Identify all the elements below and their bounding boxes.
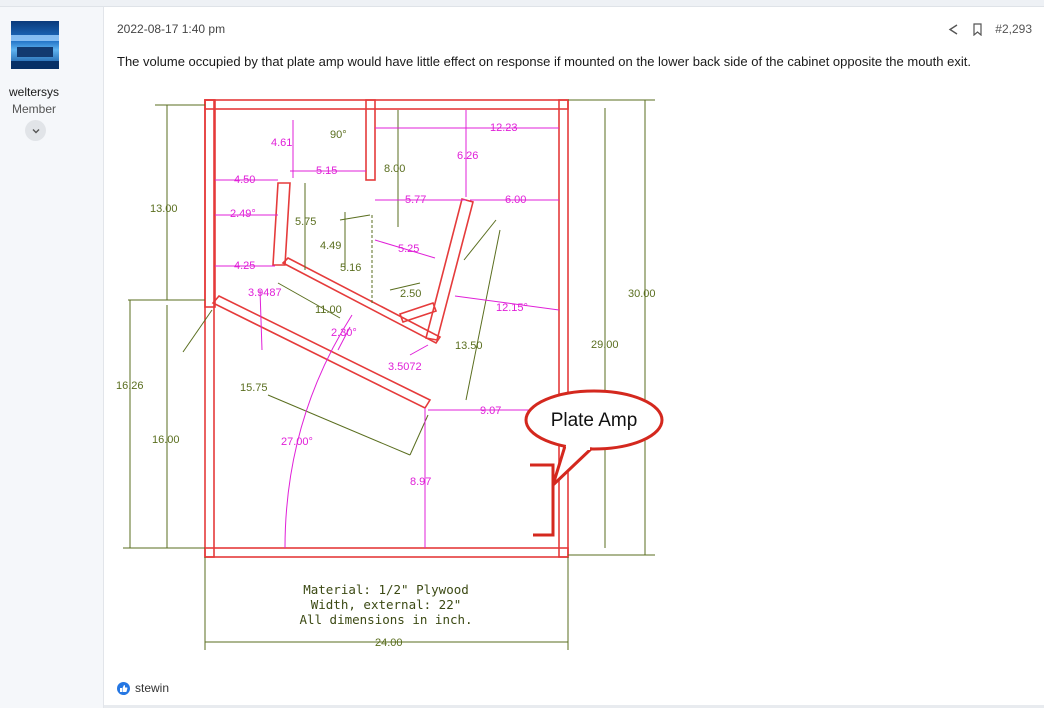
dim-label: 8.97 — [410, 476, 431, 488]
dim-label: 11.00 — [315, 304, 342, 316]
cabinet-drawing: 13.00 16.26 16.00 8.00 5.75 4.49 5.16 11… — [116, 99, 664, 650]
post-body-text: The volume occupied by that plate amp wo… — [117, 54, 971, 69]
author-name[interactable]: weltersys — [9, 85, 60, 99]
dim-label: 27.00° — [281, 436, 313, 448]
dim-label: 2.50 — [400, 288, 421, 300]
dim-label: 3.5072 — [388, 361, 422, 373]
dim-label: 5.77 — [405, 194, 426, 206]
chevron-down-icon — [32, 128, 39, 133]
dim-label: 8.00 — [384, 163, 405, 175]
dim-label: 5.25 — [398, 243, 419, 255]
post-author-sidebar: weltersys Member — [0, 7, 104, 708]
reaction-bar[interactable]: stewin — [117, 681, 169, 695]
dim-label: 15.75 — [240, 382, 268, 394]
dim-label: 13.00 — [150, 203, 178, 215]
author-title: Member — [12, 102, 57, 116]
share-icon[interactable] — [947, 23, 960, 36]
dim-label: 4.50 — [234, 174, 255, 186]
dim-label: 6.26 — [457, 150, 478, 162]
avatar[interactable] — [11, 21, 59, 69]
dim-label: 6.00 — [505, 194, 526, 206]
dim-label: 13.50 — [455, 340, 483, 352]
dim-label: 5.75 — [295, 216, 316, 228]
post-number[interactable]: #2,293 — [995, 22, 1032, 36]
top-border — [0, 0, 1044, 7]
dim-label: 4.49 — [320, 240, 341, 252]
callout-label: Plate Amp — [551, 410, 638, 431]
dim-label: 16.26 — [116, 380, 144, 392]
units-note: All dimensions in inch. — [299, 612, 472, 627]
dim-label: 2.49° — [230, 208, 256, 220]
bottom-border — [104, 705, 1044, 708]
dim-label: 29.00 — [591, 339, 619, 351]
dim-label: 12.15° — [496, 302, 528, 314]
dim-label: 9.07 — [480, 405, 501, 417]
width-note: Width, external: 22" — [311, 597, 462, 612]
post-actions: #2,293 — [947, 22, 1032, 36]
dim-label: 16.00 — [152, 434, 180, 446]
like-icon — [117, 681, 130, 695]
expand-user-info-button[interactable] — [25, 120, 46, 141]
plate-amp-callout: Plate Amp — [524, 389, 664, 487]
post-date[interactable]: 2022-08-17 1:40 pm — [117, 22, 226, 36]
dim-label: 5.15 — [316, 165, 337, 177]
dim-label: 2.30° — [331, 327, 357, 339]
dim-label: 30.00 — [628, 288, 656, 300]
reaction-user[interactable]: stewin — [135, 681, 170, 695]
dim-label: 90° — [330, 129, 347, 141]
dim-label: 3.9487 — [248, 287, 282, 299]
dim-label: 24.00 — [375, 637, 403, 649]
dim-label: 4.25 — [234, 260, 255, 272]
dim-label: 5.16 — [340, 262, 361, 274]
dim-label: 12.23 — [490, 122, 518, 134]
dim-label: 4.61 — [271, 137, 292, 149]
bookmark-icon[interactable] — [972, 22, 983, 36]
material-note: Material: 1/2" Plywood — [303, 582, 469, 597]
